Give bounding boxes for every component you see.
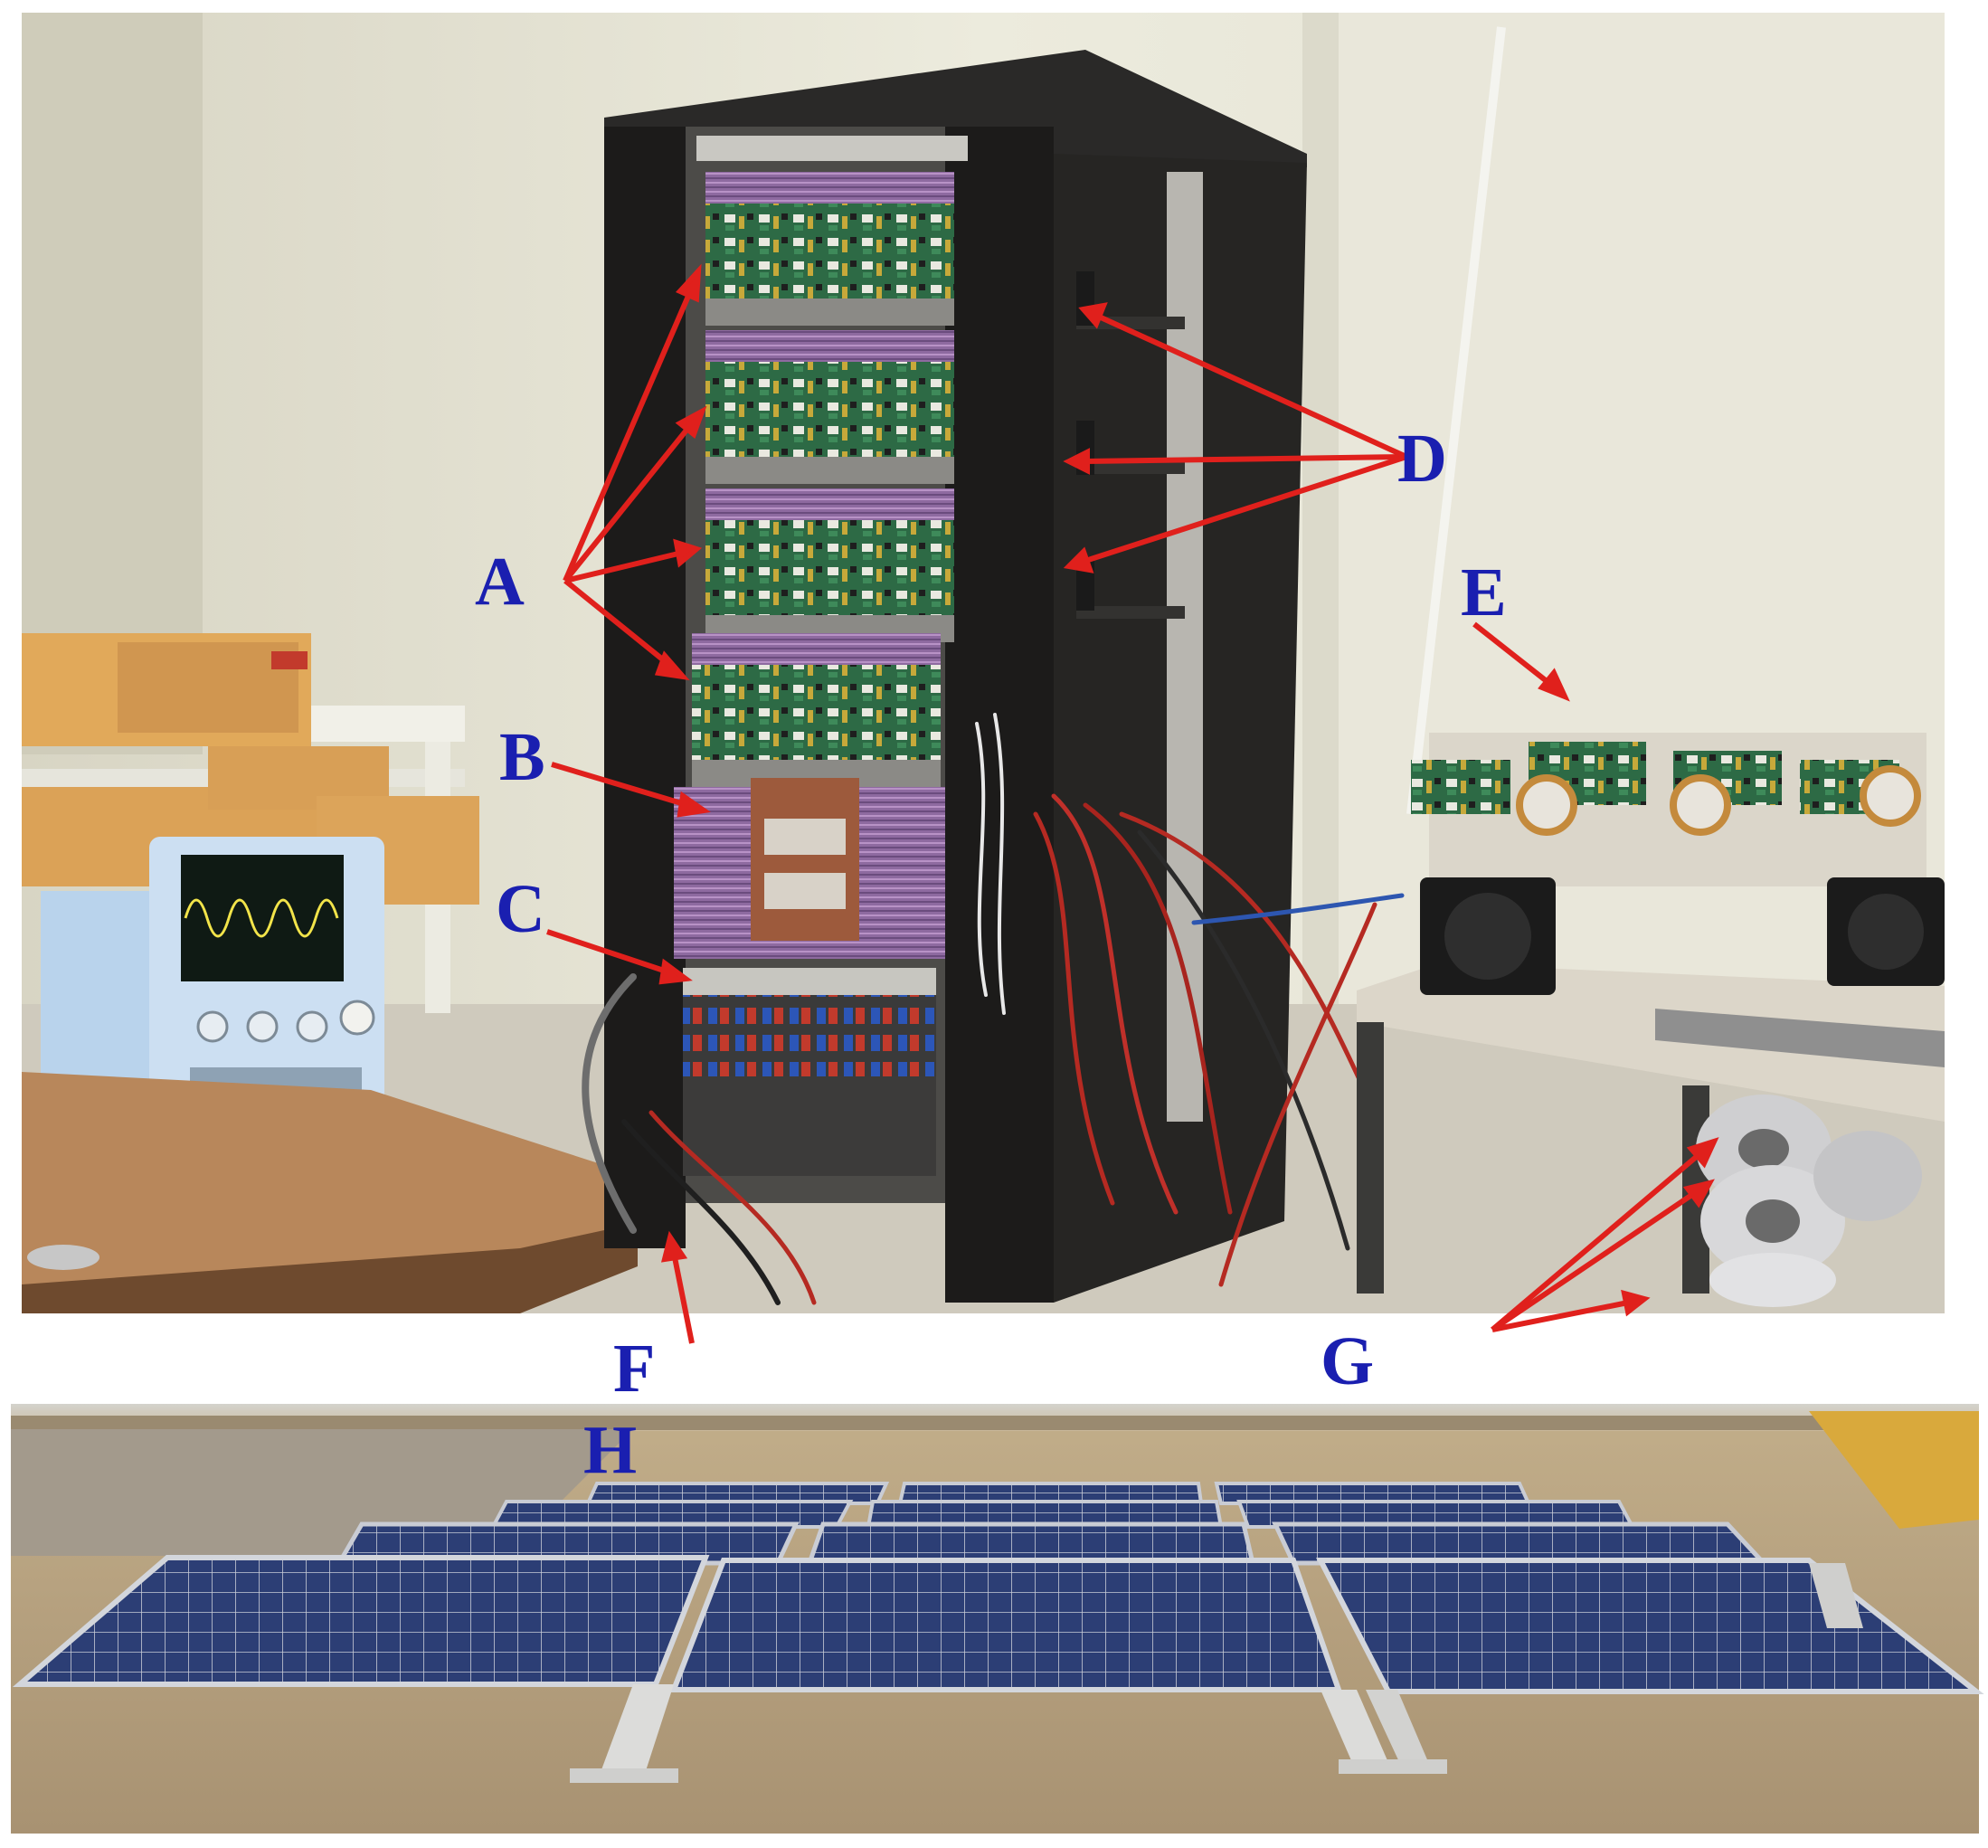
label-c: C	[496, 871, 545, 947]
arrow-b	[551, 762, 711, 818]
label-b: B	[499, 719, 545, 795]
label-g: G	[1321, 1323, 1374, 1399]
labels: A B C D E F G H	[475, 421, 1507, 1488]
instrument-shelf	[22, 633, 479, 1013]
arrow-group-d	[1063, 302, 1408, 573]
desk	[22, 1072, 638, 1313]
converter-bench	[1357, 733, 1945, 1307]
arrow-c	[546, 929, 693, 985]
label-a: A	[475, 544, 525, 620]
label-e: E	[1461, 554, 1507, 630]
rack-cabinet	[604, 50, 1307, 1303]
label-d: D	[1397, 421, 1447, 497]
oscilloscope	[41, 837, 384, 1135]
annotation-arrows	[546, 263, 1719, 1344]
arrow-e	[1472, 621, 1570, 702]
pv-photo	[11, 1404, 1984, 1834]
label-f: F	[613, 1331, 655, 1407]
label-h: H	[583, 1412, 637, 1488]
arrow-group-a	[563, 263, 707, 681]
solar-panel-array	[12, 1482, 1984, 1783]
arrow-group-g	[1491, 1137, 1719, 1332]
arrow-f	[660, 1230, 695, 1344]
wiring	[582, 713, 1405, 1305]
lab-photo	[22, 13, 1945, 1313]
